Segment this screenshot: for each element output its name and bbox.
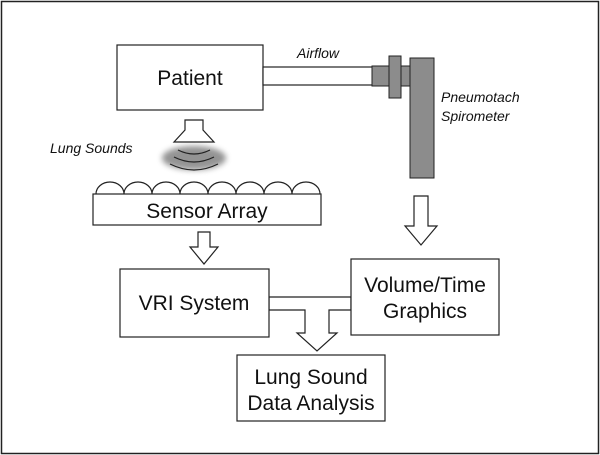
vri-system-label: VRI System (139, 292, 250, 315)
vri-system-box: VRI System (119, 268, 270, 338)
graphics-label: Graphics (383, 300, 467, 323)
volume-time-label: Volume/Time (364, 274, 486, 297)
lung-sounds-label: Lung Sounds (50, 140, 133, 156)
patient-label: Patient (157, 67, 223, 90)
data-analysis-box: Lung Sound Data Analysis (236, 354, 386, 422)
merge-arrow-to-analysis (268, 296, 352, 352)
pneumotach-spirometer-device (371, 55, 435, 179)
arrow-sensor-to-vri (188, 231, 220, 265)
airflow-label: Airflow (296, 45, 340, 61)
volume-time-graphics-box: Volume/Time Graphics (350, 258, 500, 336)
sensor-array-box: Sensor Array (92, 181, 322, 226)
sensor-array-bumps (95, 181, 321, 195)
sound-sensor-icon (162, 119, 226, 171)
arrow-spirometer-to-graphics (403, 195, 439, 246)
airflow-tube (262, 66, 374, 86)
spirometer-label: Spirometer (441, 108, 511, 124)
pneumotach-label: Pneumotach (441, 89, 520, 105)
analysis-label-line1: Lung Sound (254, 366, 367, 389)
patient-box: Patient (116, 44, 264, 111)
analysis-label-line2: Data Analysis (247, 392, 374, 415)
sensor-array-label: Sensor Array (146, 200, 268, 223)
